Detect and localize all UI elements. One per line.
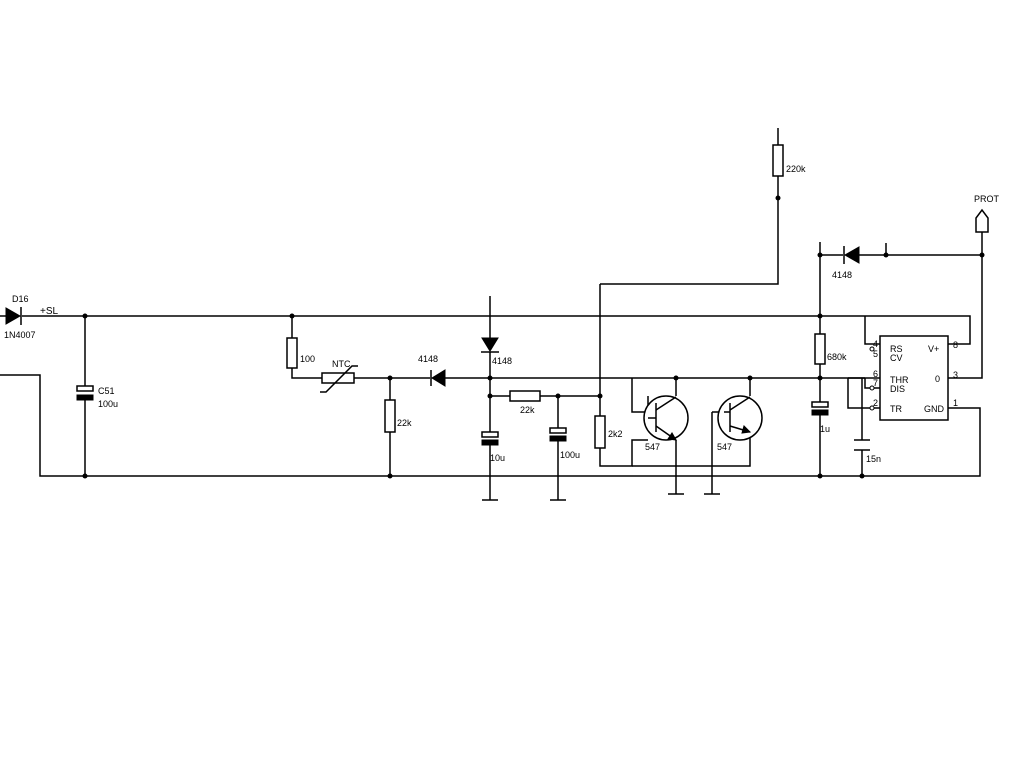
diode-4148-c-label: 4148 — [832, 270, 852, 280]
c15n-value: 15n — [866, 454, 881, 464]
ic-pin-number-5: 5 — [873, 349, 878, 359]
diode-4148-b: 4148 — [481, 337, 512, 366]
resistor-680k: 680k — [814, 333, 847, 365]
capacitor-15n: 15n — [854, 439, 881, 464]
ic-pin-number-4: 4 — [873, 339, 878, 349]
r220k-value: 220k — [786, 164, 806, 174]
c10u-value: 10u — [490, 453, 505, 463]
thermistor-ntc: NTC — [320, 359, 358, 393]
r22k-a-value: 22k — [397, 418, 412, 428]
diode-d16: D16 1N4007 — [4, 294, 36, 340]
timer-ic: RS CV THR DIS TR V+ 0 GND 4 5 6 7 2 8 3 … — [869, 335, 958, 421]
resistor-22k-b: 22k — [509, 390, 541, 415]
ic-pin-number-6: 6 — [873, 369, 878, 379]
ic-pin-tr: TR — [890, 404, 902, 414]
c51-ref: C51 — [98, 386, 115, 396]
transistor-q1: 547 — [643, 395, 689, 495]
diode-4148-b-label: 4148 — [492, 356, 512, 366]
resistor-22k-a: 22k — [384, 399, 412, 433]
c1u-value: 1u — [820, 424, 830, 434]
r2k2-value: 2k2 — [608, 429, 623, 439]
diode-4148-c: 4148 — [832, 246, 860, 280]
d16-value: 1N4007 — [4, 330, 36, 340]
capacitor-10u: 10u — [481, 431, 505, 501]
ic-pin-number-3: 3 — [953, 370, 958, 380]
q2-value: 547 — [717, 442, 732, 452]
ic-pin-vplus: V+ — [928, 344, 939, 354]
resistor-100: 100 — [286, 337, 315, 369]
ic-pin-out: 0 — [935, 374, 940, 384]
prot-label: PROT — [974, 194, 1000, 204]
ic-pin-rs: RS — [890, 344, 903, 354]
diode-4148-a-label: 4148 — [418, 354, 438, 364]
wires — [0, 128, 983, 500]
ic-pin-thr: THR — [890, 375, 909, 385]
q1-value: 547 — [645, 442, 660, 452]
capacitor-1u: 1u — [811, 401, 830, 434]
ntc-label: NTC — [332, 359, 351, 369]
junction-dots — [82, 195, 985, 479]
r22k-b-value: 22k — [520, 405, 535, 415]
c51-value: 100u — [98, 399, 118, 409]
ic-pin-number-2: 2 — [873, 398, 878, 408]
capacitor-c51: C51 100u — [76, 385, 118, 409]
d16-ref: D16 — [12, 294, 29, 304]
ic-pin-number-8: 8 — [953, 340, 958, 350]
rail-label-sl: +SL — [40, 306, 59, 317]
transistor-q2: 547 — [704, 395, 763, 495]
ic-pin-cv: CV — [890, 353, 903, 363]
resistor-2k2: 2k2 — [594, 415, 623, 449]
diode-4148-a: 4148 — [418, 354, 446, 387]
prot-connector: PROT — [974, 194, 1000, 233]
capacitor-100u: 100u — [549, 427, 580, 501]
r680k-value: 680k — [827, 352, 847, 362]
ic-pin-number-1: 1 — [953, 398, 958, 408]
ic-pin-number-7: 7 — [873, 378, 878, 388]
r100-value: 100 — [300, 354, 315, 364]
ic-pin-dis: DIS — [890, 384, 905, 394]
ic-pin-gnd: GND — [924, 404, 945, 414]
c100u-value: 100u — [560, 450, 580, 460]
resistor-220k: 220k — [772, 144, 806, 177]
